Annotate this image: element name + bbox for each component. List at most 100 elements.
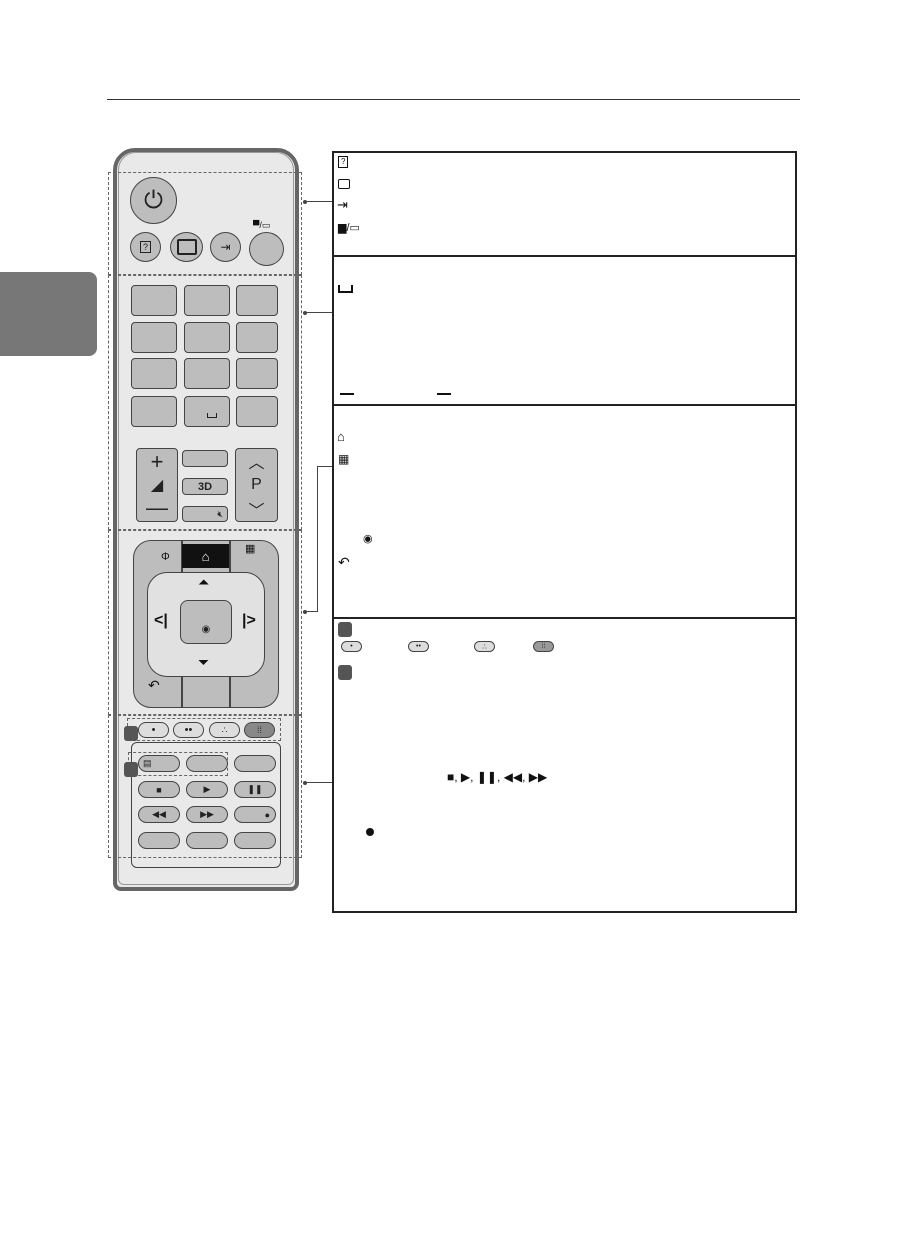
header-rule — [107, 99, 800, 100]
info-icon: ? — [338, 156, 349, 168]
3d-button[interactable]: 3D — [182, 478, 228, 495]
legend-divider — [332, 617, 797, 619]
marker-1 — [124, 726, 138, 741]
home-icon: ⌂ — [201, 548, 210, 564]
media-button[interactable] — [186, 832, 228, 849]
smart-grid-icon[interactable]: ▦ — [245, 543, 256, 555]
fast-forward-button[interactable]: ▶▶ — [186, 806, 228, 823]
ok-icon: ◉ — [201, 623, 211, 635]
tv-radio-button[interactable] — [249, 232, 284, 266]
nav-left-icon[interactable]: <| — [154, 612, 168, 629]
arrow-left-icon — [340, 393, 354, 395]
q-menu-button[interactable] — [182, 450, 228, 467]
green-button[interactable]: •• — [173, 722, 204, 738]
rewind-button[interactable]: ◀◀ — [138, 806, 180, 823]
media-button[interactable] — [234, 832, 276, 849]
legend-divider — [332, 255, 797, 257]
play-button[interactable]: ▶ — [186, 781, 228, 798]
space-icon — [338, 285, 353, 293]
ratio-icon — [176, 239, 197, 255]
yellow-button[interactable]: ∴ — [209, 722, 240, 738]
playback-icons: ■, ▶, ❚❚, ◀◀, ▶▶ — [447, 770, 548, 784]
yellow-button-icon: ∴ — [474, 641, 495, 652]
nav-down-icon[interactable]: ⏷ — [198, 654, 210, 670]
volume-down-icon: — — [146, 495, 168, 520]
chapter-tab — [0, 272, 97, 356]
home-icon: ⌂ — [337, 429, 345, 444]
channel-label: P — [251, 476, 262, 493]
media-button[interactable] — [138, 832, 180, 849]
media-button[interactable] — [186, 755, 228, 772]
ok-button[interactable]: ◉ — [180, 600, 232, 644]
blue-button-icon: ⁞⁞ — [533, 641, 554, 652]
red-button-icon: • — [341, 641, 362, 652]
number-button[interactable] — [131, 322, 177, 353]
space-icon — [207, 413, 217, 418]
volume-up-icon: + — [150, 449, 164, 474]
number-button[interactable] — [236, 358, 278, 389]
arrow-right-icon — [437, 393, 451, 395]
connector — [317, 466, 332, 467]
info-button[interactable]: ? — [130, 232, 161, 262]
grid-icon: ▦ — [338, 452, 350, 466]
number-button[interactable] — [236, 396, 278, 427]
number-button[interactable] — [236, 322, 278, 353]
connector-dot — [303, 200, 307, 204]
input-icon: ⇥ — [220, 240, 231, 254]
group-top — [108, 172, 302, 275]
nav-right-icon[interactable]: |> — [242, 612, 256, 629]
connector — [305, 782, 332, 783]
green-button-icon: •• — [408, 641, 429, 652]
media-button[interactable] — [234, 755, 276, 772]
tv-radio-icon: ▆/▭ — [338, 222, 360, 234]
stop-button[interactable]: ■ — [138, 781, 180, 798]
channel-up-icon: ︿ — [248, 455, 265, 472]
number-button[interactable] — [236, 285, 278, 316]
marker-2 — [338, 665, 352, 680]
number-button[interactable] — [184, 358, 230, 389]
marker-1 — [338, 622, 352, 637]
input-icon: ⇥ — [337, 197, 348, 212]
blue-button[interactable]: ⁞⁞ — [244, 722, 275, 738]
power-button[interactable]: ⏻ — [130, 177, 177, 224]
subtitle-button[interactable]: ▤ — [138, 755, 180, 772]
red-button[interactable]: • — [138, 722, 169, 738]
home-button[interactable]: ⌂ — [182, 544, 229, 568]
pause-button[interactable]: ❚❚ — [234, 781, 276, 798]
connector — [317, 466, 318, 612]
record-icon — [366, 828, 374, 836]
mute-button[interactable]: 🔇︎ — [182, 506, 228, 522]
remote-inner-edge — [118, 152, 294, 885]
ok-icon: ◉ — [363, 533, 373, 545]
media-panel — [131, 742, 281, 868]
connector — [305, 201, 332, 202]
group-bottom — [108, 715, 302, 858]
ratio-button[interactable] — [170, 232, 203, 262]
number-button[interactable] — [131, 358, 177, 389]
back-icon: ↶ — [338, 554, 350, 570]
mute-icon: 🔇︎ — [217, 508, 223, 519]
number-button[interactable] — [131, 285, 177, 316]
input-button[interactable]: ⇥ — [210, 232, 241, 262]
info-icon: ? — [139, 241, 151, 253]
number-button[interactable] — [184, 396, 230, 427]
connector-dot — [303, 610, 307, 614]
settings-icon[interactable]: Φ — [161, 551, 170, 563]
volume-icon: ◢ — [150, 477, 164, 494]
connector — [305, 312, 332, 313]
number-button[interactable] — [184, 322, 230, 353]
record-button[interactable]: ● — [234, 806, 276, 823]
marker-2 — [124, 762, 138, 777]
number-button[interactable] — [184, 285, 230, 316]
back-icon[interactable]: ↶ — [148, 677, 160, 693]
ratio-icon — [338, 179, 350, 189]
nav-up-icon[interactable]: ⏶ — [198, 574, 210, 590]
channel-down-icon: ﹀ — [248, 503, 265, 520]
group-nav — [108, 530, 302, 715]
connector — [305, 611, 318, 612]
connector-dot — [303, 311, 307, 315]
number-button[interactable] — [131, 396, 177, 427]
channel-rocker[interactable]: ︿ P ﹀ — [235, 448, 278, 522]
3d-label: 3D — [197, 480, 213, 493]
volume-rocker[interactable]: + ◢ — — [136, 448, 178, 522]
